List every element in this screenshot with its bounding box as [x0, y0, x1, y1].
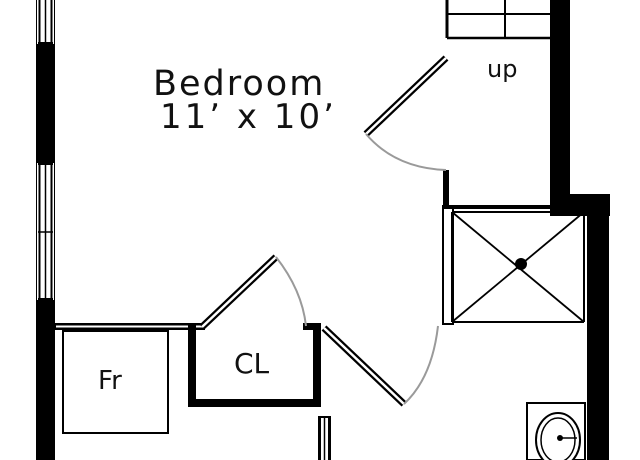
right-exterior-wall	[587, 195, 609, 460]
fridge-label: Fr	[98, 366, 122, 396]
fridge	[62, 330, 169, 434]
window-upper	[37, 0, 54, 44]
closet-door	[199, 254, 307, 330]
sink	[526, 402, 586, 460]
window-middle	[37, 163, 54, 300]
room-name-label: Bedroom	[153, 64, 326, 104]
room-dimensions-label: 11’ x 10’	[160, 97, 337, 137]
closet	[188, 323, 321, 407]
left-exterior-wall	[36, 0, 55, 460]
hall-door	[321, 325, 439, 407]
closet-label: CL	[234, 347, 270, 380]
stairs-label: up	[487, 55, 518, 83]
linen-closet	[442, 205, 585, 325]
partial-wall-bottom	[318, 416, 331, 460]
bedroom-door	[363, 55, 449, 208]
interior-wall-bottom	[55, 323, 205, 330]
stairs	[445, 0, 610, 216]
